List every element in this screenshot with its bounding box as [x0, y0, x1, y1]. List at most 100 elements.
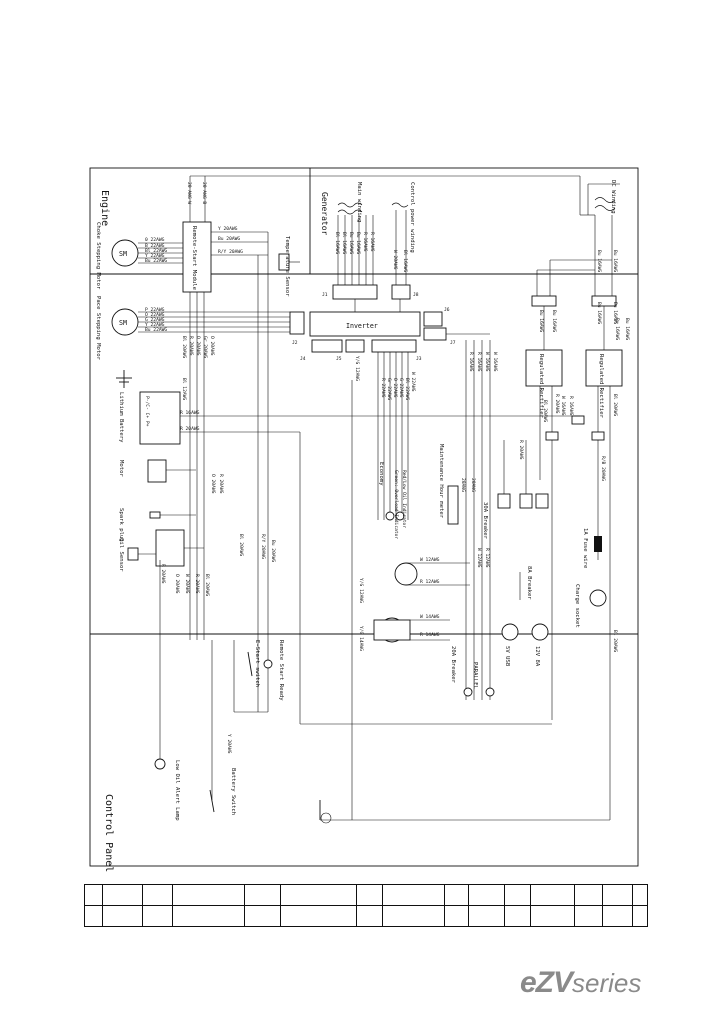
control-winding-coil — [391, 202, 409, 208]
parallel-label: PARALLEL — [472, 662, 478, 690]
battery-switch-line — [209, 789, 215, 813]
estart-switch-line — [247, 651, 253, 677]
motor-label: Motor — [118, 460, 124, 477]
economy-led-2 — [395, 511, 405, 521]
breaker-30a-label: 30A Breaker — [482, 502, 488, 540]
economy-label: Economy — [378, 462, 384, 486]
battery-switch-label: Battery Switch — [230, 768, 236, 815]
connector-j1 — [332, 284, 378, 300]
ground-bottom-symbol — [320, 812, 332, 824]
ac-outlet-14awg-face — [373, 619, 411, 641]
diagram-frame — [89, 167, 639, 867]
choke-motor-label: Choke Stepping Motor — [95, 222, 101, 290]
rect2-label-0: Bu 16AWG — [614, 318, 620, 340]
hour-meter-label: Maintenance Hour meter — [438, 444, 444, 519]
hour-meter-wire-1: 20AWG — [460, 478, 466, 492]
logo-series: series — [572, 968, 642, 998]
pace-wire-label-0: P 22AWG — [145, 307, 165, 313]
j5-label: J5 — [336, 356, 342, 362]
rs-label-2: R/B 20AWG — [600, 456, 606, 481]
engine-label: Engine — [99, 190, 110, 226]
remote-start-ready-label: Remote Start Ready — [278, 640, 284, 701]
fuse-holder-3 — [591, 431, 605, 441]
logo-ezv: eZV — [520, 966, 573, 999]
outlet-label-7: Y/G 14AWG — [358, 626, 364, 651]
rs-label-5: W 16AWG — [560, 396, 566, 416]
parallel-terminal-2 — [485, 687, 495, 697]
inverter-box — [309, 311, 421, 337]
low-oil-alert-lamp — [154, 758, 166, 770]
misc-label-3: R/Y 20AWG — [260, 534, 266, 559]
remote-start-ready-lamp — [263, 659, 273, 669]
economy-detail-1: Green: Overload Indicator — [393, 470, 399, 539]
pace-wire-label-3: Y 22AWG — [145, 322, 165, 328]
choke-wire-label-3: Y 22AWG — [145, 253, 165, 259]
j2-label: J2 — [292, 340, 298, 346]
lithium-battery — [139, 391, 181, 445]
estart-switch-label: E-Start switch — [254, 640, 260, 687]
remote-wire-label-0: Y 20AWG — [218, 226, 238, 232]
remote-wire-label-1: Bu 20AWG — [218, 236, 240, 242]
main-winding-label: Main winding — [356, 182, 362, 222]
mw-label-2: Bu 16AWG — [348, 232, 354, 254]
connector-j2 — [289, 311, 305, 335]
fuse-holder-2 — [571, 415, 585, 425]
connector-j4 — [311, 339, 343, 353]
top-wire-label-1: 20 AWG B — [201, 182, 207, 204]
lithium-battery-label: Lithium Battery — [118, 392, 124, 443]
j3-label: J3 — [416, 356, 422, 362]
ignition-module — [155, 529, 185, 567]
outlet-label-6: Y/G 12AWG — [358, 578, 364, 603]
j6-label: J6 — [444, 307, 450, 313]
rect1-label-0: Bu 16AWG — [538, 310, 544, 332]
inv-lower-label-1: R 20AWG — [188, 336, 194, 356]
j3-label-5: R 22AWG — [380, 378, 386, 398]
misc-label-2: Bu 20AWG — [270, 540, 276, 562]
fuse-holder-1 — [545, 431, 559, 441]
charge-socket — [589, 589, 607, 607]
j7-label-2: W 16AWG — [484, 352, 490, 372]
cw-label-0: W 20AWG — [392, 250, 398, 270]
rectifier-1-label: Regulated Rectifier — [538, 354, 544, 419]
dc-12v-label: 12V 8A — [534, 646, 540, 667]
outlet-label-0: W 12AWG — [420, 557, 440, 563]
misc-label-9: Bl 20AWG — [204, 574, 210, 596]
j4-label: J4 — [300, 356, 306, 362]
inv-lower-label-3: Gr 20AWG — [202, 336, 208, 358]
misc-label-7: W 20AWG — [184, 574, 190, 594]
choke-wire-label-0: 0 22AWG — [145, 237, 165, 243]
rs-label-3: Bl 20AWG — [612, 394, 618, 416]
rs-label-1: Bl 20AWG — [542, 400, 548, 422]
economy-detail-2: Red/Low Oil Indicator — [401, 470, 407, 528]
j7-label-3: W 16AWG — [492, 352, 498, 372]
breaker-30a-c — [535, 493, 549, 509]
rect1-label-1: Bu 16AWG — [551, 310, 557, 332]
misc-label-4: Bl 20AWG — [238, 534, 244, 556]
pace-wire-label-2: G 22AWG — [145, 317, 165, 323]
outlet-label-4: W 14AWG — [420, 614, 440, 620]
parallel-terminal-1 — [463, 687, 473, 697]
oil-sensor — [127, 547, 139, 561]
control-panel-title: Control Panel — [103, 794, 114, 872]
j3-label-3: O 22AWG — [392, 378, 398, 398]
pace-motor-label: Pace Stepping Motor — [95, 296, 101, 361]
connector-j6 — [423, 311, 443, 327]
eZV-series-logo: eZVseries — [520, 966, 650, 1002]
generator-title: Generator — [320, 192, 329, 236]
remote-start-module — [182, 221, 212, 293]
connector-j5 — [345, 339, 365, 353]
engine-title: Engine — [99, 190, 110, 226]
j3-label-0: W 22AWG — [410, 372, 416, 392]
oil-sensor-label: Oil Sensor — [118, 538, 124, 572]
spark-plug-coil — [149, 511, 161, 519]
starter-motor — [147, 459, 167, 483]
usb-5v-port — [501, 623, 519, 641]
dc-label-3: Bu 16AWG — [612, 302, 618, 324]
usb-5v-label: 5V USB — [504, 646, 510, 667]
j7-label-0: R 16AWG — [468, 352, 474, 372]
connector-j7 — [423, 327, 447, 341]
misc-label-5: R 20AWG — [160, 564, 166, 584]
inverter-label: Inverter — [346, 322, 378, 330]
breaker-30a-a — [497, 493, 511, 509]
